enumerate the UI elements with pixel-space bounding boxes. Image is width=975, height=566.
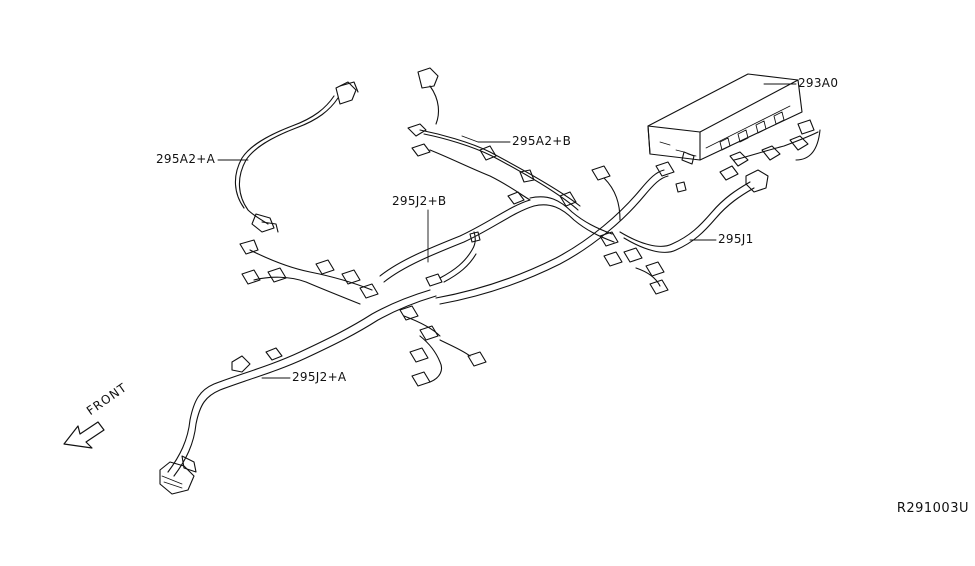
leader-lines bbox=[217, 83, 797, 379]
front-arrow-icon bbox=[63, 421, 105, 449]
harness-295j1-drawing bbox=[435, 119, 821, 305]
drawing-id: R291003U bbox=[896, 501, 969, 516]
callout-295j1: 295J1 bbox=[718, 232, 754, 246]
callout-295j2-a: 295J2+A bbox=[292, 370, 347, 384]
harness-295j2-a-drawing bbox=[159, 239, 487, 495]
harness-295a2-a-drawing bbox=[234, 81, 359, 233]
harness-295a2-b-drawing bbox=[407, 67, 581, 211]
module-293a0-drawing bbox=[647, 73, 803, 193]
callout-293a0: 293A0 bbox=[798, 76, 839, 90]
leader-295a2-b bbox=[461, 135, 511, 143]
callout-295a2-a: 295A2+A bbox=[156, 152, 216, 166]
callout-295j2-b: 295J2+B bbox=[392, 194, 447, 208]
callout-295a2-b: 295A2+B bbox=[512, 134, 572, 148]
harness-295j2-b-drawing bbox=[379, 196, 615, 287]
